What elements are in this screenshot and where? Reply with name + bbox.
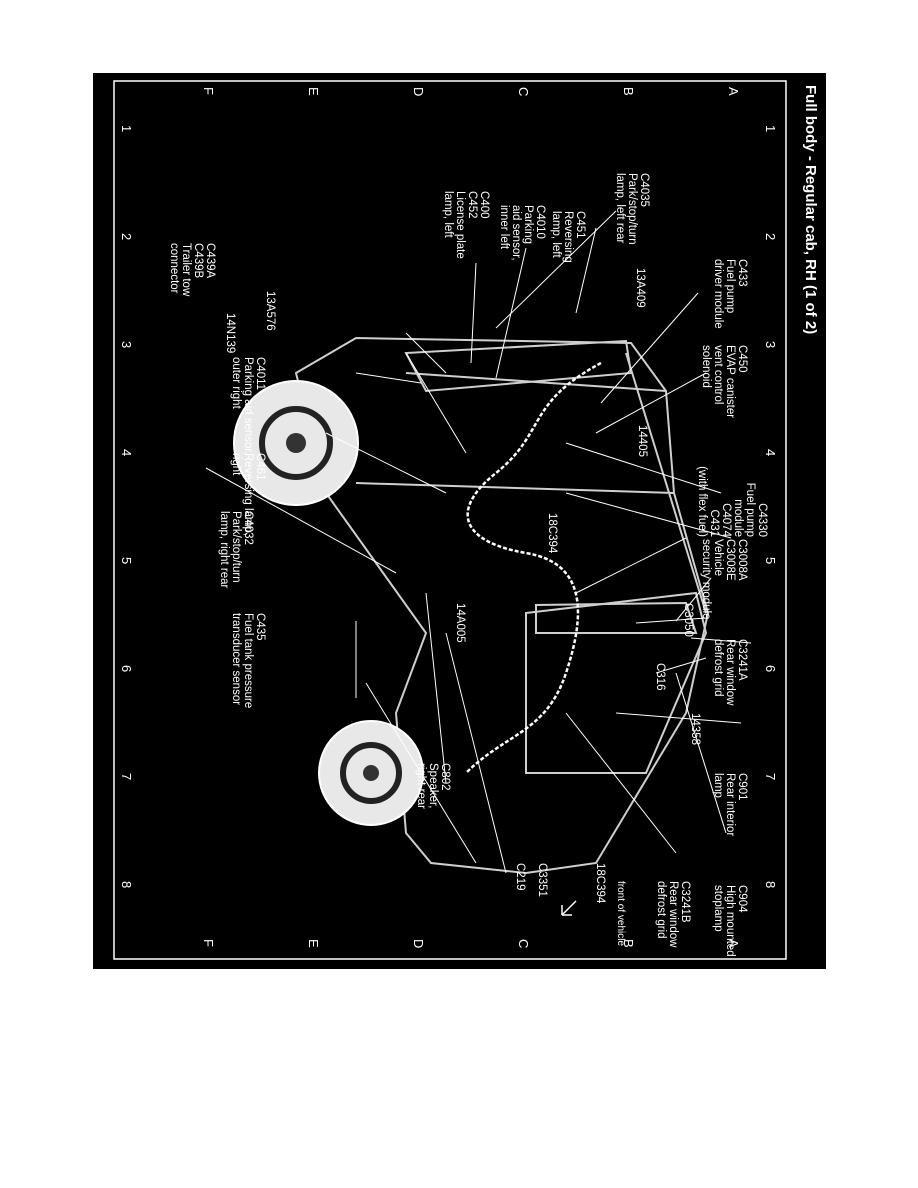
label-c802: C802 Speaker, right rear bbox=[415, 763, 451, 810]
label-c904: C904 High mounted stoplamp bbox=[712, 885, 748, 957]
grid-row-b-left: B bbox=[621, 87, 636, 96]
grid-col-2-top: 2 bbox=[763, 233, 778, 241]
label-w18c394b: 18C394 bbox=[594, 863, 606, 904]
grid-col-5-bottom: 5 bbox=[119, 557, 134, 565]
grid-col-2-bottom: 2 bbox=[119, 233, 134, 241]
label-w13a409: 13A409 bbox=[634, 268, 646, 308]
front-wheel bbox=[318, 720, 424, 826]
label-c4011: C4011 Parking aid sensor, outer right bbox=[230, 357, 266, 455]
label-c4330: C4330 Fuel pump module C4074 C431 (with … bbox=[696, 466, 768, 537]
label-c433: C433 Fuel pump driver module bbox=[712, 259, 748, 329]
rear-window bbox=[535, 601, 698, 634]
label-c435: C435 Fuel tank pressure transducer senso… bbox=[230, 613, 266, 709]
leader-lines bbox=[205, 210, 752, 874]
grid-col-5-top: 5 bbox=[763, 557, 778, 565]
label-c439: C439A C439B Trailer tow connector bbox=[168, 243, 216, 297]
label-c901: C901 Rear interior lamp bbox=[712, 773, 748, 837]
tailgate bbox=[404, 339, 633, 393]
label-w14n139: 14N139 bbox=[224, 313, 236, 354]
label-w18c394a: 18C394 bbox=[546, 513, 558, 554]
vehicle-drawing bbox=[113, 80, 787, 960]
rotated-diagram: Full body - Regular cab, RH (1 of 2) 1 2… bbox=[93, 73, 826, 969]
label-c3008: C3008A C3008E Vehicle security module bbox=[700, 539, 748, 620]
grid-row-d-left: D bbox=[411, 87, 426, 97]
grid-col-1-top: 1 bbox=[763, 125, 778, 133]
grid-col-3-bottom: 3 bbox=[119, 341, 134, 349]
label-w14358: 14358 bbox=[689, 713, 701, 745]
label-w13a576: 13A576 bbox=[264, 291, 276, 331]
diagram-frame: Full body - Regular cab, RH (1 of 2) 1 2… bbox=[93, 73, 826, 969]
label-c452: C452 License plate lamp, left bbox=[442, 191, 478, 259]
page-title: Full body - Regular cab, RH (1 of 2) bbox=[802, 85, 819, 335]
grid-border bbox=[113, 80, 787, 960]
label-c219: C219 bbox=[514, 863, 526, 891]
grid-col-6-top: 6 bbox=[763, 665, 778, 673]
label-c4010: C4010 Parking aid sensor, inner left bbox=[498, 205, 546, 261]
cab-outline bbox=[525, 591, 708, 774]
label-c3241a: C3241A Rear window defrost grid bbox=[712, 639, 748, 706]
grid-col-3-top: 3 bbox=[763, 341, 778, 349]
label-c451: C451 Reversing lamp, left bbox=[550, 211, 586, 263]
grid-col-6-bottom: 6 bbox=[119, 665, 134, 673]
label-w14a005: 14A005 bbox=[454, 603, 466, 643]
grid-col-7-bottom: 7 bbox=[119, 773, 134, 781]
grid-row-e-right: E bbox=[306, 939, 321, 948]
label-c4032: C4032 Park/stop/turn lamp, right rear bbox=[218, 511, 254, 589]
label-c450: C450 EVAP canister vent control solenoid bbox=[700, 345, 748, 419]
grid-col-1-bottom: 1 bbox=[119, 125, 134, 133]
label-c4035: C4035 Park/stop/turn lamp, left rear bbox=[614, 173, 650, 245]
front-direction-arrow-icon bbox=[561, 900, 577, 916]
grid-col-4-bottom: 4 bbox=[119, 449, 134, 457]
grid-col-7-top: 7 bbox=[763, 773, 778, 781]
label-c3050: C3050 bbox=[682, 603, 694, 637]
grid-row-f-left: F bbox=[201, 87, 216, 95]
grid-col-8-bottom: 8 bbox=[119, 881, 134, 889]
grid-row-c-left: C bbox=[516, 87, 531, 97]
label-c316: C316 bbox=[654, 663, 666, 691]
rear-wheel bbox=[233, 380, 359, 506]
label-w14405: 14405 bbox=[636, 425, 648, 457]
label-front-of-vehicle: front of vehicle bbox=[615, 881, 626, 947]
truck-bed-lines bbox=[355, 352, 707, 614]
grid-row-a-left: A bbox=[726, 87, 741, 96]
grid-row-d-right: D bbox=[411, 939, 426, 949]
grid-row-c-right: C bbox=[516, 939, 531, 949]
label-c3241b: C3241B Rear window defrost grid bbox=[655, 881, 691, 948]
grid-col-8-top: 8 bbox=[763, 881, 778, 889]
wiring-harness bbox=[465, 361, 602, 774]
label-c400: C400 bbox=[478, 191, 490, 219]
grid-row-e-left: E bbox=[306, 87, 321, 96]
grid-row-f-right: F bbox=[201, 939, 216, 947]
grid-col-4-top: 4 bbox=[763, 449, 778, 457]
label-c3351: C3351 bbox=[536, 863, 548, 897]
